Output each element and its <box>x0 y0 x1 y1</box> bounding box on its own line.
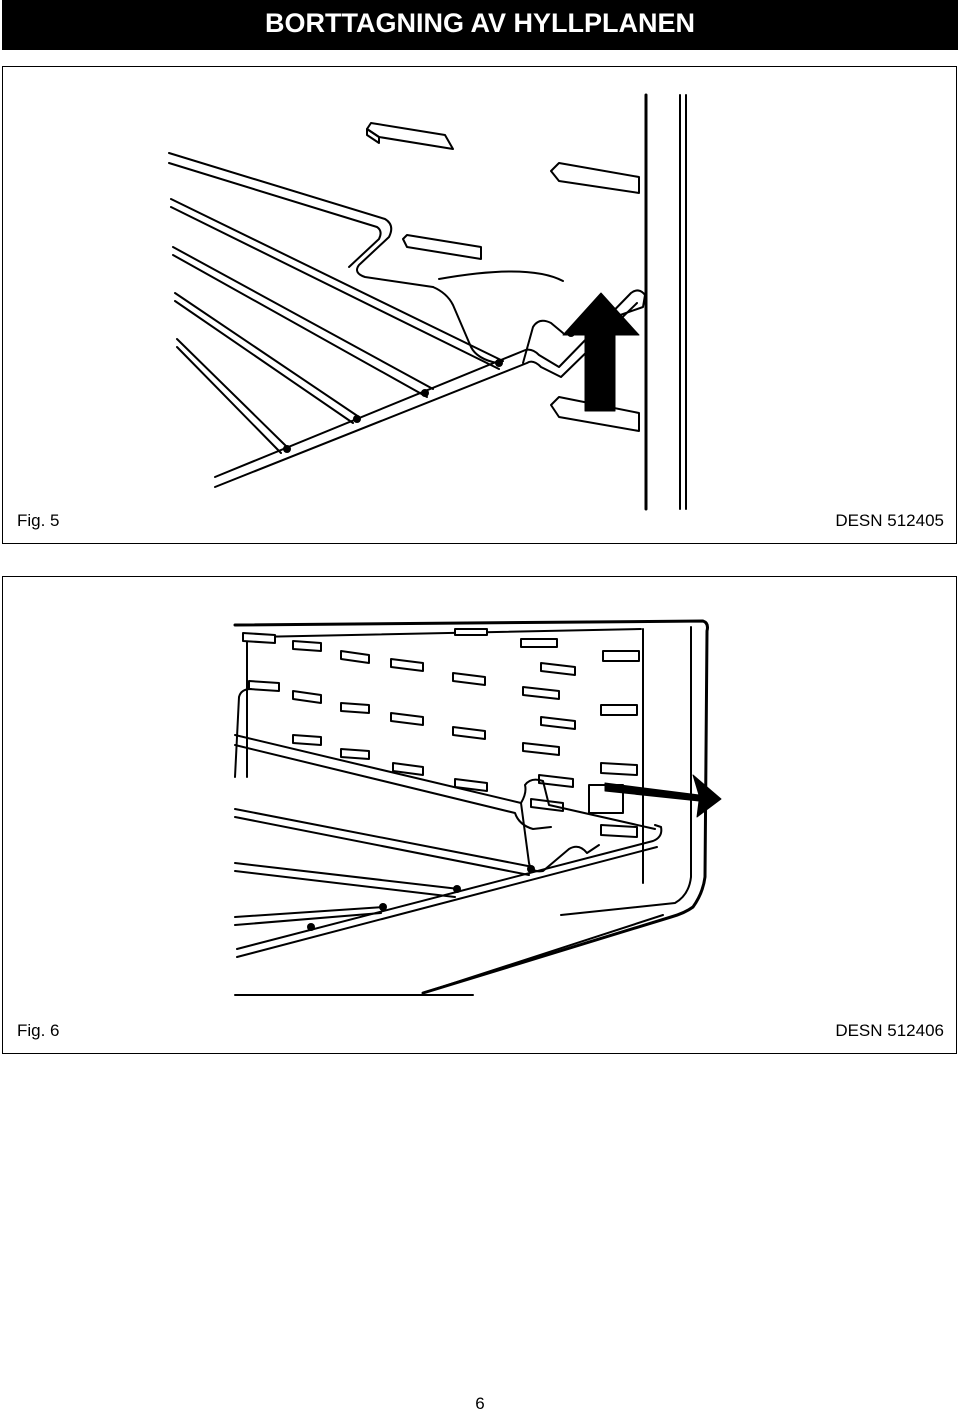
figure-5-illustration <box>168 93 687 511</box>
lift-arrow <box>562 292 640 412</box>
figure-5-label: Fig. 5 <box>17 511 60 530</box>
figure-6-illustration <box>233 619 722 996</box>
figure-6-label: Fig. 6 <box>17 1021 60 1040</box>
pull-arrow <box>604 774 722 818</box>
page-number: 6 <box>475 1394 485 1413</box>
figure-5: Fig. 5 DESN 512405 <box>2 66 957 544</box>
figure-6-code: DESN 512406 <box>835 1021 944 1040</box>
section-header: BORTTAGNING AV HYLLPLANEN <box>2 0 958 50</box>
figure-6: Fig. 6 DESN 512406 <box>2 576 957 1054</box>
section-title: BORTTAGNING AV HYLLPLANEN <box>265 8 695 38</box>
back-wall-slots <box>242 628 640 838</box>
rack-support-blocks <box>366 122 640 432</box>
figure-5-code: DESN 512405 <box>835 511 944 530</box>
